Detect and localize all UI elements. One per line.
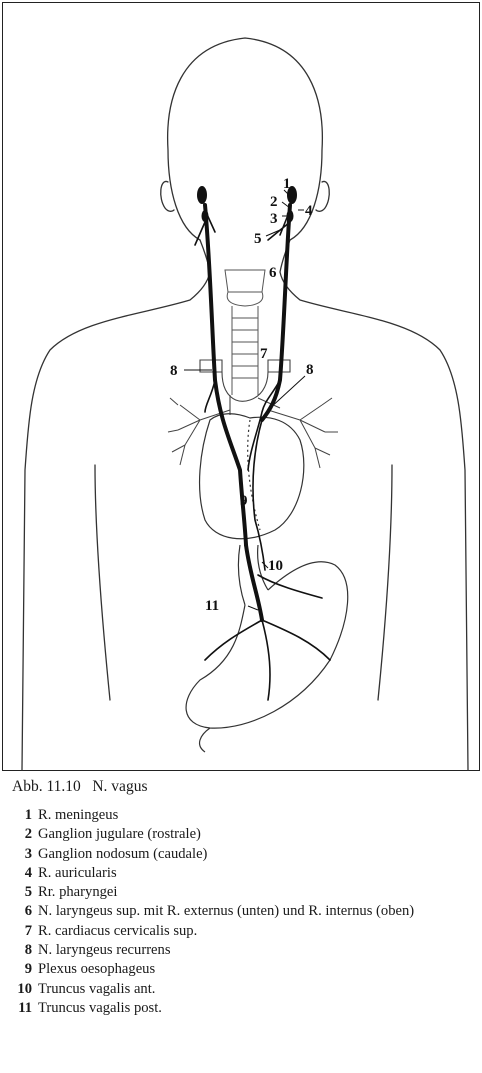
legend-text: R. cardiacus cervicalis sup.	[38, 922, 476, 941]
legend-number: 1	[6, 806, 32, 825]
figure-legend: 1 R. meningeus 2 Ganglion jugulare (rostra…	[6, 806, 476, 1018]
callout-9: 9	[240, 493, 248, 509]
legend-text: Truncus vagalis post.	[38, 999, 476, 1018]
callout-6: 6	[269, 265, 277, 281]
legend-number: 9	[6, 960, 32, 979]
legend-item: 1 R. meningeus	[6, 806, 476, 825]
heart	[200, 414, 304, 539]
callout-5: 5	[254, 231, 262, 247]
callout-11: 11	[205, 598, 219, 614]
legend-text: Ganglion jugulare (rostrale)	[38, 825, 476, 844]
legend-item: 10 Truncus vagalis ant.	[6, 980, 476, 999]
legend-text: Truncus vagalis ant.	[38, 980, 476, 999]
callout-1: 1	[283, 176, 291, 192]
vagus-branches	[195, 210, 330, 700]
legend-text: R. meningeus	[38, 806, 476, 825]
legend-item: 8 N. laryngeus recurrens	[6, 941, 476, 960]
legend-number: 2	[6, 825, 32, 844]
legend-number: 6	[6, 902, 32, 921]
legend-item: 9 Plexus oesophageus	[6, 960, 476, 979]
callout-3: 3	[270, 211, 278, 227]
legend-text: Rr. pharyngei	[38, 883, 476, 902]
legend-number: 7	[6, 922, 32, 941]
legend-number: 5	[6, 883, 32, 902]
legend-text: Plexus oesophageus	[38, 960, 476, 979]
legend-item: 11 Truncus vagalis post.	[6, 999, 476, 1018]
vagus-nerve-illustration: 1 2 3 4 5 6 7 8 8 9 10 11	[0, 0, 482, 772]
legend-item: 7 R. cardiacus cervicalis sup.	[6, 922, 476, 941]
legend-text: R. auricularis	[38, 864, 476, 883]
body-outline	[22, 38, 468, 770]
bronchial-tree	[168, 398, 338, 468]
larynx-trachea	[225, 270, 265, 395]
legend-number: 11	[6, 999, 32, 1018]
legend-number: 3	[6, 845, 32, 864]
callout-4: 4	[305, 203, 313, 219]
legend-item: 5 Rr. pharyngei	[6, 883, 476, 902]
ganglia	[197, 186, 297, 222]
legend-number: 4	[6, 864, 32, 883]
callout-2: 2	[270, 194, 278, 210]
callout-7: 7	[260, 346, 268, 362]
legend-item: 4 R. auricularis	[6, 864, 476, 883]
legend-text: Ganglion nodosum (caudale)	[38, 845, 476, 864]
legend-text: N. laryngeus recurrens	[38, 941, 476, 960]
callout-8-right: 8	[306, 362, 314, 378]
legend-item: 3 Ganglion nodosum (caudale)	[6, 845, 476, 864]
legend-number: 8	[6, 941, 32, 960]
callout-8-left: 8	[170, 363, 178, 379]
legend-number: 10	[6, 980, 32, 999]
legend-item: 2 Ganglion jugulare (rostrale)	[6, 825, 476, 844]
callout-10: 10	[268, 558, 283, 574]
esophagus-stomach	[186, 545, 348, 752]
legend-text: N. laryngeus sup. mit R. externus (unten…	[38, 902, 476, 921]
legend-item: 6 N. laryngeus sup. mit R. externus (unte…	[6, 902, 476, 921]
figure-caption: Abb. 11.10 N. vagus	[12, 778, 147, 796]
